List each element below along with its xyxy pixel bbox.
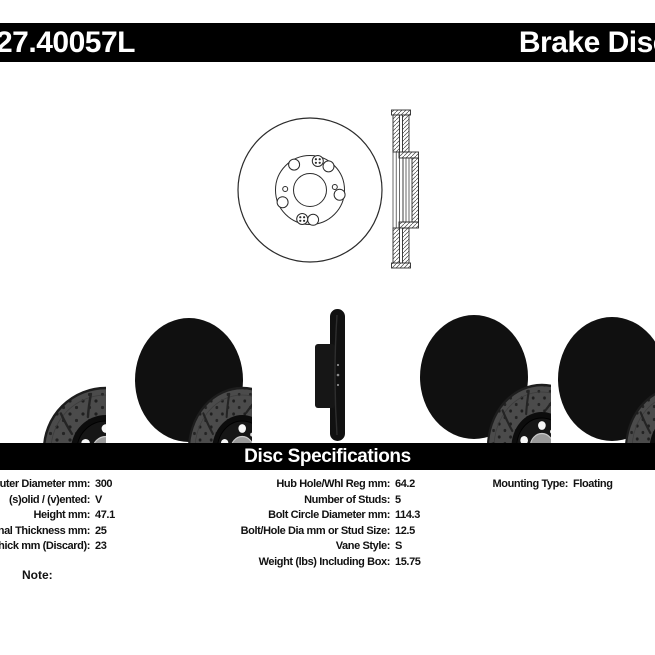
drilled-slotted-rotor-front-photo	[0, 310, 106, 450]
spec-label: Mounting Type:	[492, 478, 569, 490]
spec-label: Vane Style:	[335, 540, 391, 552]
spec-value: 25	[95, 524, 107, 537]
spec-row: Weight (lbs) Including Box: 15.75	[130, 555, 510, 571]
spec-row: Bolt/Hole Dia mm or Stud Size: 12.5	[130, 524, 510, 540]
drilled-slotted-rotor-angled-photo	[420, 315, 551, 447]
spec-label: Bolt/Hole Dia mm or Stud Size:	[240, 524, 391, 537]
spec-row: (s)olid / (v)ented: V	[0, 493, 180, 509]
header-bar: 27.40057L Brake Disc	[0, 23, 655, 62]
spec-value: 114.3	[395, 509, 420, 521]
spec-row: Outer Diameter mm: 300	[0, 477, 180, 493]
spec-row: Hub Hole/Whl Reg mm: 64.2	[130, 477, 510, 493]
spec-row: Mounting Type: Floating	[400, 477, 655, 493]
spec-column-middle: Hub Hole/Whl Reg mm: 64.2 Number of Studs…	[130, 477, 510, 570]
spec-label: Bolt Circle Diameter mm:	[268, 509, 390, 521]
spec-label: Min Thick mm (Discard):	[0, 540, 90, 552]
drilled-slotted-rotor-edge-photo	[315, 309, 345, 441]
product-title: Brake Disc	[518, 26, 655, 59]
note-label: Note:	[22, 568, 53, 582]
spec-value: S	[395, 540, 402, 552]
spec-value: 64.2	[395, 478, 415, 490]
spec-value: 300	[95, 478, 113, 490]
spec-label: Height mm:	[33, 509, 90, 521]
spec-value: 23	[95, 540, 107, 552]
spec-value: Floating	[573, 478, 613, 490]
spec-label: Hub Hole/Whl Reg mm:	[276, 478, 390, 490]
spec-label: Outer Diameter mm:	[0, 478, 90, 490]
spec-label: (s)olid / (v)ented:	[8, 493, 90, 506]
spec-section-title: Disc Specifications	[244, 445, 411, 467]
spec-value: 12.5	[395, 524, 415, 537]
spec-label: Nominal Thickness mm:	[0, 524, 90, 537]
spec-section-header-bar: Disc Specifications	[0, 443, 655, 470]
spec-value: V	[95, 493, 102, 506]
spec-column-left: Outer Diameter mm: 300 (s)olid / (v)ented…	[0, 477, 180, 555]
spec-value: 47.1	[95, 509, 115, 521]
drilled-slotted-rotor-angled-photo	[135, 318, 252, 450]
spec-column-right: Mounting Type: Floating	[400, 477, 655, 493]
spec-row: Bolt Circle Diameter mm: 114.3	[130, 508, 510, 524]
spec-value: 5	[395, 493, 401, 506]
spec-value: 15.75	[395, 555, 421, 568]
drilled-slotted-rotor-angled-photo	[558, 317, 655, 449]
rotor-cross-section-drawing	[391, 109, 419, 269]
spec-row: Number of Studs: 5	[130, 493, 510, 509]
rotor-front-line-drawing	[237, 117, 383, 263]
spec-label: Number of Studs:	[304, 493, 390, 506]
spec-row: Vane Style: S	[130, 539, 510, 555]
technical-drawing	[237, 109, 419, 269]
spec-row: Height mm: 47.1	[0, 508, 180, 524]
spec-label: Weight (lbs) Including Box:	[258, 555, 391, 568]
part-number: 27.40057L	[0, 26, 135, 59]
spec-row: Nominal Thickness mm: 25	[0, 524, 180, 540]
spec-row: Min Thick mm (Discard): 23	[0, 539, 180, 555]
